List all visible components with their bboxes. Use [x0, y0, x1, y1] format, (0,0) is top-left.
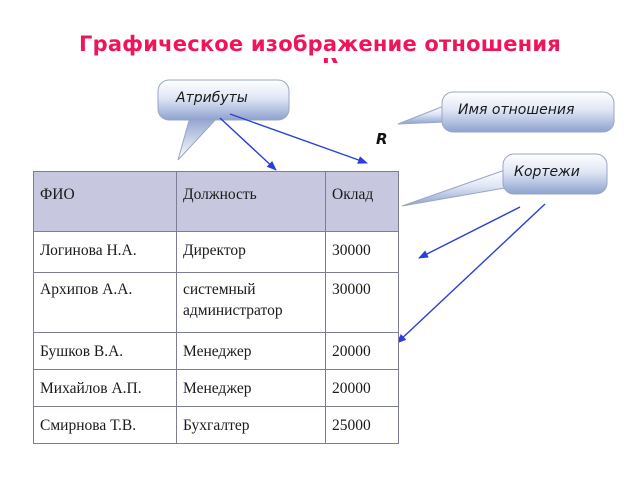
arrow-tuples-to-row-lower [396, 203, 546, 344]
cell-salary: 30000 [325, 231, 399, 273]
slide-title: Графическое изображение отношения [79, 32, 561, 56]
table-header-row: ФИО Должность Оклад [33, 171, 399, 232]
callout-attributes [157, 79, 290, 161]
arrow-attributes-to-position [219, 117, 277, 171]
cell-salary: 20000 [325, 332, 399, 370]
column-header-fio: ФИО [33, 171, 177, 232]
table-row: Архипов А.А. системный администратор 300… [33, 272, 399, 333]
callout-tuples-label: Кортежи [514, 164, 580, 180]
callout-tuples [401, 153, 608, 207]
cell-fio: Смирнова Т.В. [33, 406, 177, 444]
table-row: Бушков В.А. Менеджер 20000 [33, 332, 399, 370]
cell-fio: Бушков В.А. [33, 332, 177, 370]
table-row: Михайлов А.П. Менеджер 20000 [33, 369, 399, 407]
cell-salary: 25000 [325, 406, 399, 444]
callout-relation-name-label: Имя отношения [458, 102, 575, 118]
cell-fio: Логинова Н.А. [33, 231, 177, 273]
cell-fio: Архипов А.А. [33, 272, 177, 333]
arrow-attributes-to-salary [229, 113, 368, 164]
column-header-salary: Оклад [325, 171, 399, 232]
cell-position: Директор [176, 231, 326, 273]
cell-position: системный администратор [176, 272, 326, 333]
relation-table: ФИО Должность Оклад Логинова Н.А. Директ… [33, 171, 399, 444]
cell-position: Менеджер [176, 332, 326, 370]
column-header-position: Должность [176, 171, 326, 232]
cell-fio: Михайлов А.П. [33, 369, 177, 407]
cell-salary: 20000 [325, 369, 399, 407]
table-row: Смирнова Т.В. Бухгалтер 25000 [33, 406, 399, 444]
callout-attributes-label: Атрибуты [176, 90, 248, 106]
slide-title-tail: R [322, 58, 340, 66]
table-row: Логинова Н.А. Директор 30000 [33, 231, 399, 273]
relation-name-label: R [376, 130, 388, 148]
cell-position: Бухгалтер [176, 406, 326, 444]
cell-position: Менеджер [176, 369, 326, 407]
arrow-tuples-to-row [418, 206, 521, 259]
callout-relation-name [397, 91, 615, 133]
cell-salary: 30000 [325, 272, 399, 333]
